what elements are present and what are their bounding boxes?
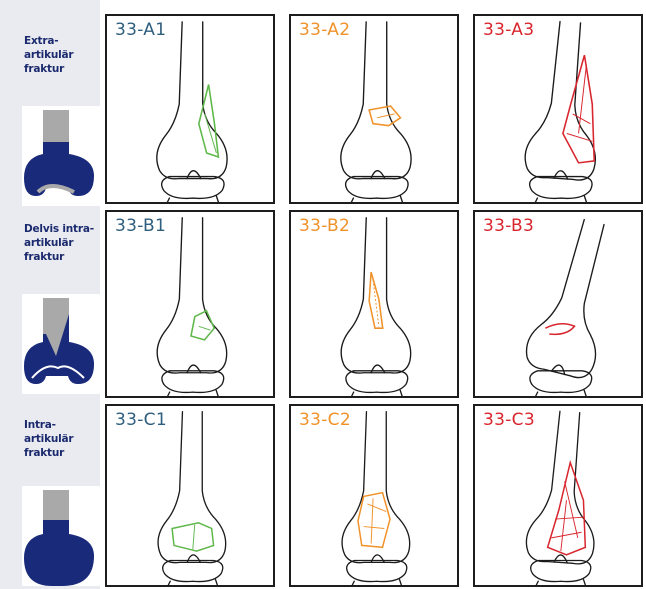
- fracture-diagram: [291, 212, 457, 396]
- fracture-diagram: [475, 16, 641, 202]
- type-c-bone-icon: [22, 486, 100, 586]
- sidebar: Extra- artikulär fraktur Delvis intra- a…: [0, 0, 100, 589]
- fracture-diagram: [107, 16, 273, 202]
- row-label-intra-articular: Intra- artikulär fraktur: [24, 418, 102, 460]
- fracture-diagram: [291, 16, 457, 202]
- fracture-panel-33-a2: 33-A2: [289, 14, 459, 204]
- fracture-diagram: [107, 406, 273, 585]
- fracture-panel-33-c1: 33-C1: [105, 404, 275, 587]
- fracture-panel-33-b1: 33-B1: [105, 210, 275, 398]
- fracture-panel-33-c2: 33-C2: [289, 404, 459, 587]
- fracture-panel-33-c3: 33-C3: [473, 404, 643, 587]
- fracture-diagram: [107, 212, 273, 396]
- type-a-bone-icon: [22, 106, 100, 206]
- row-label-extra-articular: Extra- artikulär fraktur: [24, 34, 102, 76]
- fracture-panel-33-a3: 33-A3: [473, 14, 643, 204]
- type-b-bone-icon: [22, 294, 100, 394]
- fracture-diagram: [475, 406, 641, 585]
- row-label-partial-articular: Delvis intra- artikulär fraktur: [24, 222, 102, 264]
- fracture-diagram: [291, 406, 457, 585]
- fracture-panel-33-b3: 33-B3: [473, 210, 643, 398]
- fracture-diagram: [475, 212, 641, 396]
- fracture-panel-33-b2: 33-B2: [289, 210, 459, 398]
- fracture-panel-33-a1: 33-A1: [105, 14, 275, 204]
